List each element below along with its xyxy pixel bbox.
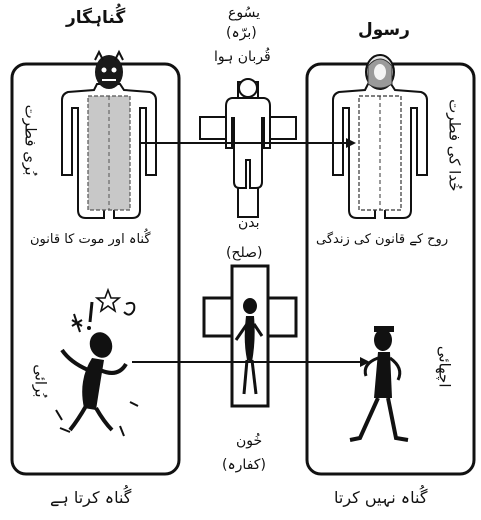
jesus-portrait-icon bbox=[366, 55, 394, 89]
left-nature-label: بُری فطرت bbox=[23, 116, 38, 176]
exclamation-icon bbox=[90, 302, 92, 322]
center-top-name: یسُوع bbox=[228, 6, 260, 20]
center-top-role: (برّہ) bbox=[226, 26, 257, 40]
left-law-label: گُناہ اور موت کا قانون bbox=[30, 233, 151, 246]
center-bottom-word: خُون bbox=[236, 434, 262, 448]
right-nature-label: خُدا کی فطرت bbox=[447, 116, 462, 192]
center-mid-role: (صلح) bbox=[226, 246, 262, 260]
right-law-label: روح کے قانون کی زندگی bbox=[316, 233, 448, 246]
left-deeds-label: بُرائی bbox=[33, 350, 48, 398]
left-footer: گُناہ کرتا ہے bbox=[50, 490, 131, 506]
right-footer: گُناہ نہیں کرتا bbox=[334, 490, 427, 506]
demon-head-icon bbox=[95, 52, 123, 89]
right-deeds-label: اچھائی bbox=[437, 340, 452, 388]
center-bottom-role: (کفارہ) bbox=[222, 458, 266, 472]
left-title: گُناہگار bbox=[66, 10, 125, 27]
center-top-caption: قُربان ہوا bbox=[214, 50, 271, 64]
center-mid-word: بدن bbox=[238, 216, 260, 230]
right-title: رسول bbox=[358, 22, 410, 39]
